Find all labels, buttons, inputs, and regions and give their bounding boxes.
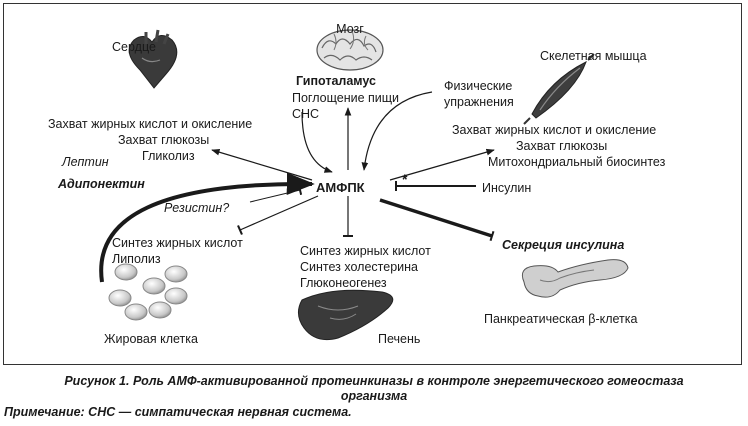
fat-cells-icon — [108, 263, 188, 321]
liver-title: Печень — [378, 332, 421, 346]
muscle-line-2: Захват глюкозы — [516, 139, 608, 153]
hypothalamus-label: Гипоталамус — [296, 74, 376, 88]
insulin-secretion-label: Секреция инсулина — [502, 238, 625, 252]
brain-icon — [316, 29, 384, 71]
muscle-title: Скелетная мышца — [540, 49, 647, 63]
caption-line-2: организма — [340, 389, 408, 403]
star-mark: * — [402, 171, 408, 187]
sns-label: СНС — [292, 107, 320, 121]
exercise-line-1: Физические — [444, 79, 513, 93]
heart-icon — [128, 29, 178, 89]
leptin-label: Лептин — [62, 155, 109, 169]
brain-title: Мозг — [336, 22, 364, 36]
food-intake-label: Поглощение пищи — [292, 91, 400, 105]
liver-line-3: Глюконеогенез — [300, 276, 387, 290]
inhibit-ampk-fat — [237, 195, 319, 235]
caption-note: Примечание: СНС — симпатическая нервная … — [4, 405, 352, 419]
caption-line-1: Рисунок 1. Роль АМФ-активированной проте… — [64, 374, 684, 388]
liver-line-2: Синтез холестерина — [300, 260, 418, 274]
muscle-line-3: Митохондриальный биосинтез — [488, 155, 666, 169]
muscle-line-1: Захват жирных кислот и окисление — [452, 123, 657, 137]
arrow-ampk-muscle — [389, 148, 495, 181]
inhibit-ampk-insulin-secretion — [379, 198, 495, 242]
fat-line-2: Липолиз — [112, 252, 161, 266]
exercise-line-2: упражнения — [444, 95, 514, 109]
arrow-ampk-heart — [211, 148, 313, 181]
pancreas-icon — [521, 259, 629, 298]
fat-line-1: Синтез жирных кислот — [112, 236, 243, 250]
resistin-label: Резистин? — [164, 201, 230, 215]
heart-title: Сердце — [112, 40, 156, 54]
heart-line-3: Гликолиз — [142, 149, 195, 163]
arrow-adiponectin-ampk — [99, 172, 315, 283]
ampk-label: АМФПК — [316, 180, 365, 195]
figure-frame — [3, 3, 742, 365]
liver-icon — [298, 289, 394, 341]
diagram-canvas — [99, 29, 629, 341]
adiponectin-label: Адипонектин — [58, 177, 145, 191]
pancreas-title: Панкреатическая β-клетка — [484, 312, 638, 326]
insulin-label: Инсулин — [482, 181, 532, 195]
muscle-icon — [523, 53, 595, 125]
arrow-exercise-ampk — [361, 91, 433, 171]
heart-line-2: Захват глюкозы — [118, 133, 210, 147]
heart-line-1: Захват жирных кислот и окисление — [48, 117, 253, 131]
fat-title: Жировая клетка — [104, 332, 198, 346]
liver-line-1: Синтез жирных кислот — [300, 244, 431, 258]
arrow-hypothalamus-ampk — [301, 111, 333, 173]
inhibit-resistin-ampk — [249, 184, 303, 203]
